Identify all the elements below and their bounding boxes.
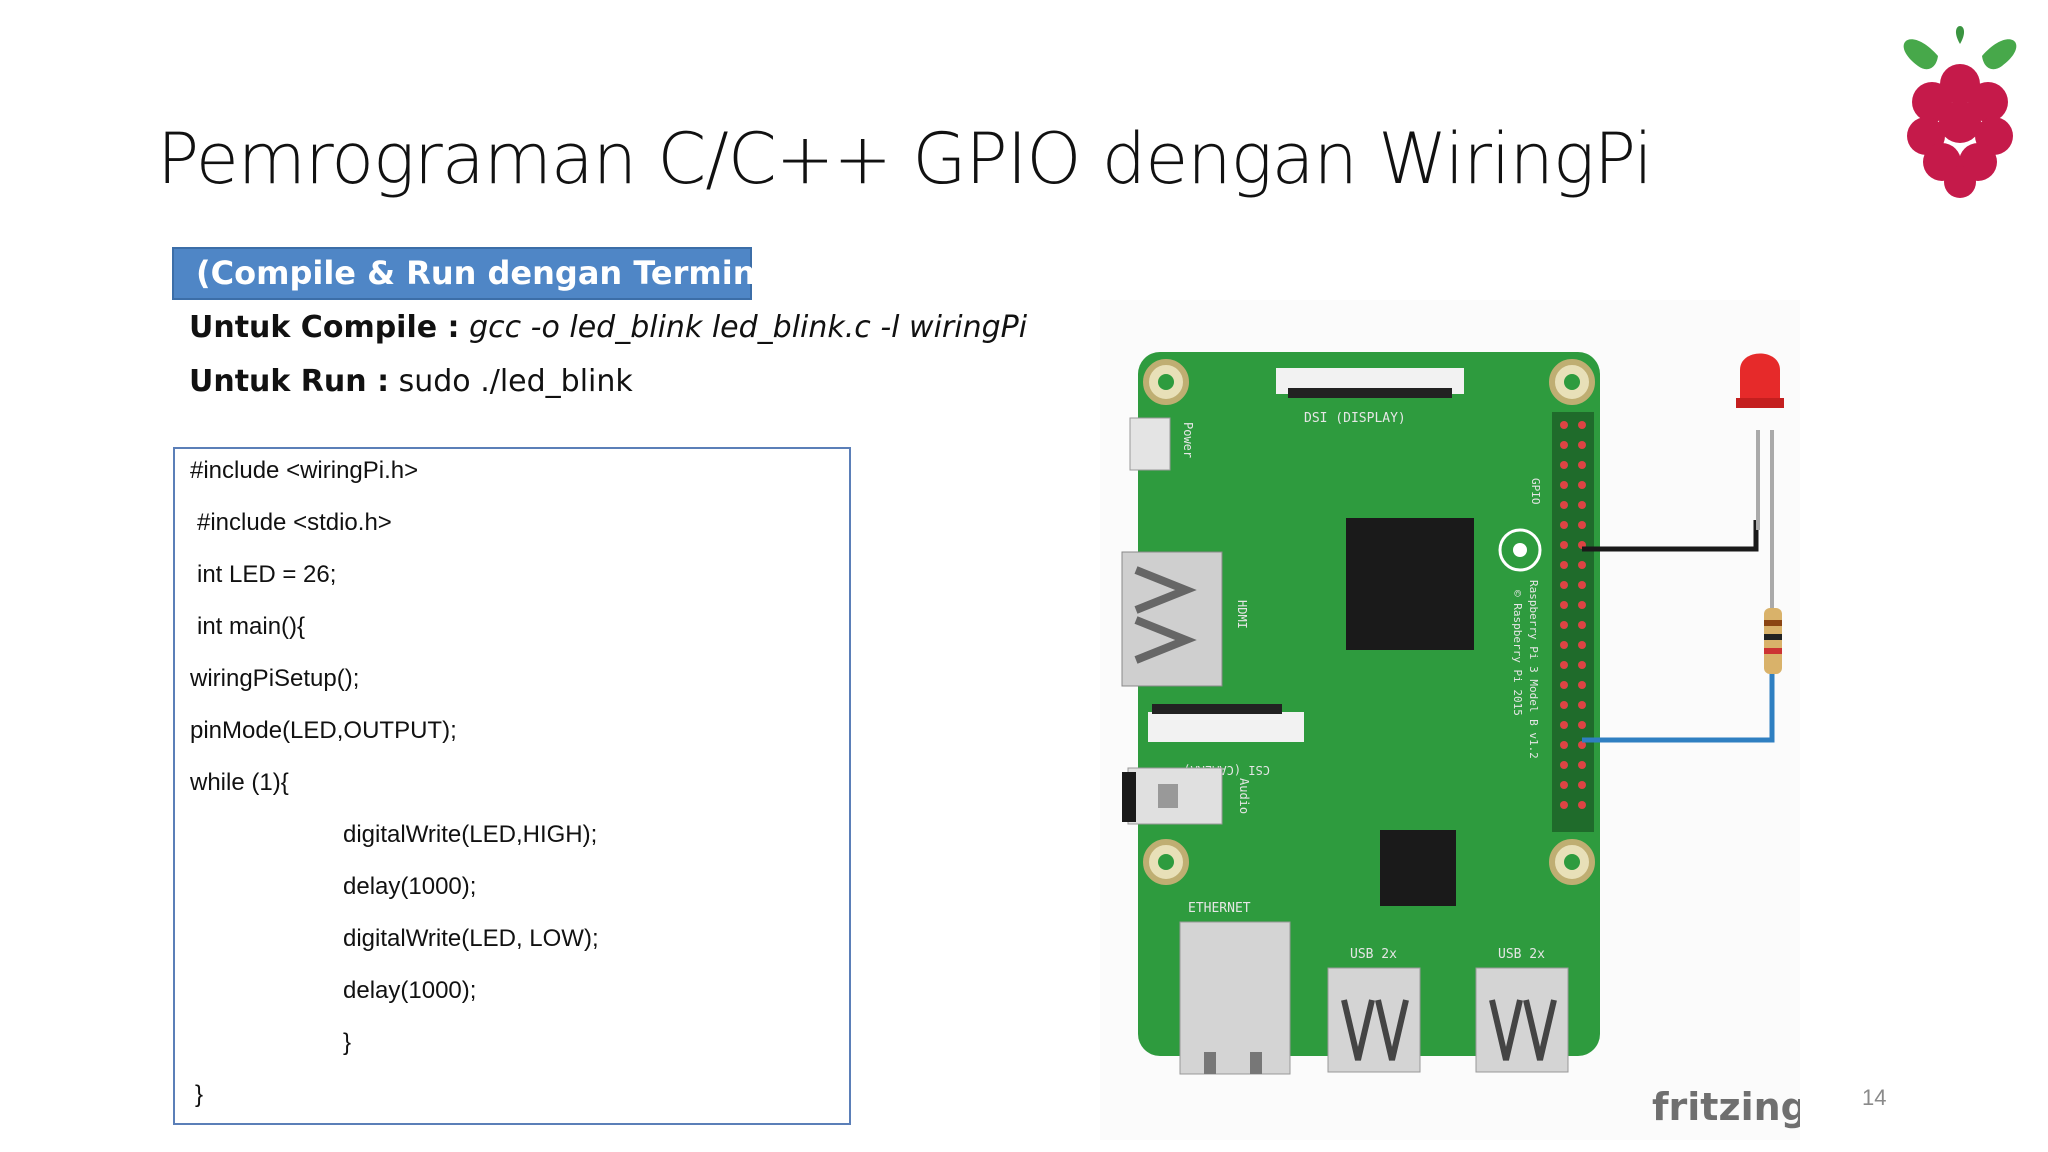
ethernet-label: ETHERNET [1188, 901, 1251, 916]
wiring-diagram: DSI (DISPLAY) Power HDMI Raspberry Pi 3 … [1100, 300, 1800, 1140]
model-label-2: © Raspberry Pi 2015 [1511, 590, 1524, 716]
run-label: Untuk Run : [189, 364, 390, 399]
raspberry-pi-logo [1903, 26, 2017, 198]
code-line: } [195, 1081, 204, 1108]
code-line: while (1){ [190, 769, 289, 796]
code-line: #include <stdio.h> [197, 509, 392, 536]
power-label: Power [1181, 422, 1195, 458]
led [1740, 353, 1780, 400]
fritzing-watermark: fritzing [1652, 1085, 1800, 1129]
usb-left-label: USB 2x [1350, 947, 1397, 962]
code-line: pinMode(LED,OUTPUT); [190, 717, 457, 744]
hdmi-label: HDMI [1235, 600, 1249, 629]
compile-label: Untuk Compile : [189, 310, 460, 345]
code-box: #include <wiringPi.h> #include <stdio.h>… [173, 447, 851, 1125]
code-line: int main(){ [197, 613, 306, 640]
code-line: int LED = 26; [197, 561, 337, 588]
compile-line: Untuk Compile : gcc -o led_blink led_bli… [189, 310, 1027, 345]
code-line: #include <wiringPi.h> [190, 457, 419, 484]
resistor [1764, 608, 1782, 674]
compile-command: gcc -o led_blink led_blink.c -l wiringPi [469, 310, 1028, 345]
model-label: Raspberry Pi 3 Model B v1.2 [1527, 580, 1540, 759]
audio-label: Audio [1237, 778, 1251, 814]
code-line: } [343, 1029, 352, 1056]
slide-title: Pemrograman C/C++ GPIO dengan WiringPi [157, 118, 1653, 200]
signal-wire [1582, 672, 1775, 743]
dsi-label: DSI (DISPLAY) [1304, 411, 1406, 426]
run-line: Untuk Run : sudo ./led_blink [189, 364, 633, 399]
code-line: digitalWrite(LED, LOW); [343, 925, 599, 952]
code-line: wiringPiSetup(); [190, 665, 360, 692]
run-command: sudo ./led_blink [398, 364, 633, 399]
gpio-label: GPIO [1529, 478, 1542, 505]
code-line: digitalWrite(LED,HIGH); [343, 821, 598, 848]
usb-right-label: USB 2x [1498, 947, 1545, 962]
code-line: delay(1000); [343, 977, 477, 1004]
page-number: 14 [1862, 1085, 1887, 1110]
section-label: (Compile & Run dengan Terminal) [172, 247, 803, 300]
code-line: delay(1000); [343, 873, 477, 900]
raspberry-pi-board [1138, 352, 1600, 1056]
